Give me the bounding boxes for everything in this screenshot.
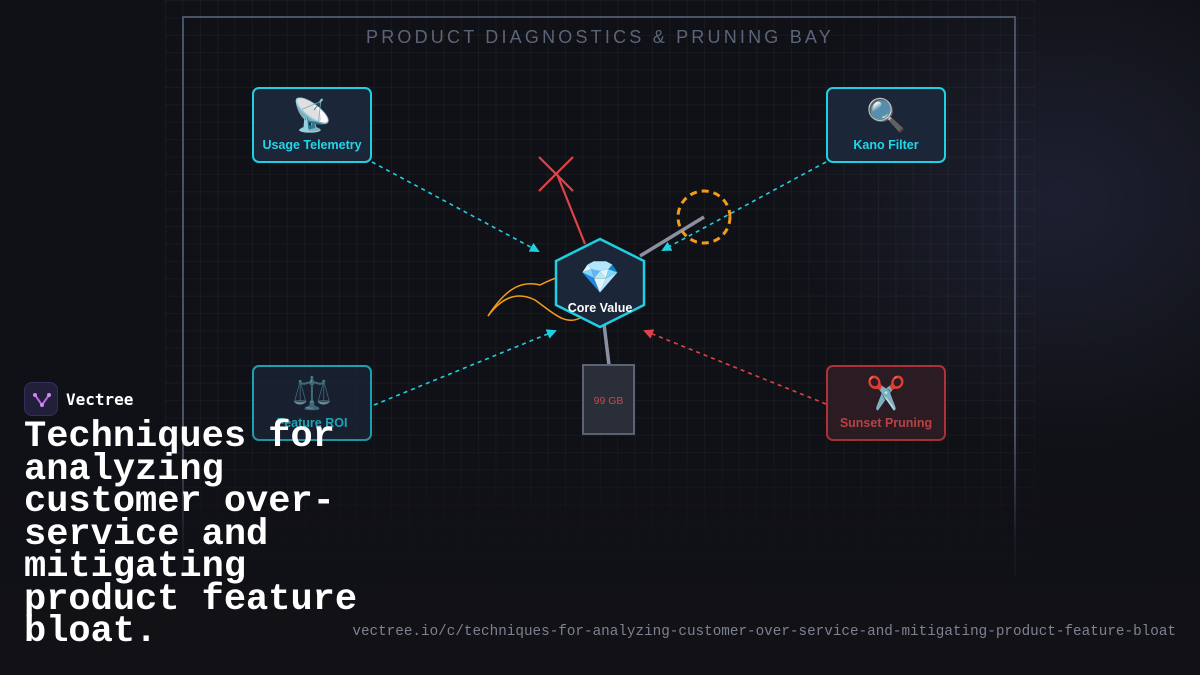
satellite-antenna-icon: 📡 (292, 97, 332, 133)
tangled-feature-wire (487, 295, 581, 321)
brand-logo-icon (24, 382, 58, 416)
kano-filter-label: Kano Filter (853, 138, 919, 152)
usage-telemetry-label: Usage Telemetry (262, 138, 362, 152)
core-value-label: Core Value (567, 301, 633, 315)
sunset-pruning-node[interactable]: ✂️ Sunset Pruning (826, 365, 946, 441)
page-url[interactable]: vectree.io/c/techniques-for-analyzing-cu… (352, 624, 1176, 640)
usage-telemetry-node[interactable]: 📡 Usage Telemetry (252, 87, 372, 163)
storage-block: 99 GB (582, 364, 635, 435)
storage-link (602, 323, 611, 366)
brand-name: Vectree (66, 390, 134, 409)
core-value-hex (554, 237, 646, 329)
feature-arm (639, 215, 705, 258)
bottom-fade (0, 430, 1200, 675)
diagram-title: PRODUCT DIAGNOSTICS & PRUNING BAY (366, 27, 834, 47)
feature-roi-label: Feature ROI (276, 416, 348, 430)
feature-roi-node[interactable]: ⚖️ Feature ROI (252, 365, 372, 441)
diagram-frame (182, 16, 1016, 576)
telemetry-connector (371, 161, 540, 252)
sunset-pruning-label: Sunset Pruning (839, 416, 933, 430)
gem-icon: 💎 (580, 259, 620, 295)
roi-connector (373, 329, 557, 406)
magnifying-glass-icon: 🔍 (866, 97, 906, 133)
pruning-connector (643, 329, 827, 405)
balance-scale-icon: ⚖️ (292, 375, 332, 411)
kano-filter-node[interactable]: 🔍 Kano Filter (826, 87, 946, 163)
cut-mark-icon (538, 156, 574, 192)
scissors-icon: ✂️ (866, 375, 906, 411)
severed-feature-line (555, 173, 587, 245)
pruning-target-ring (676, 189, 732, 245)
page-headline: Techniques for analyzing customer over-s… (24, 416, 358, 653)
kano-connector (661, 161, 827, 251)
